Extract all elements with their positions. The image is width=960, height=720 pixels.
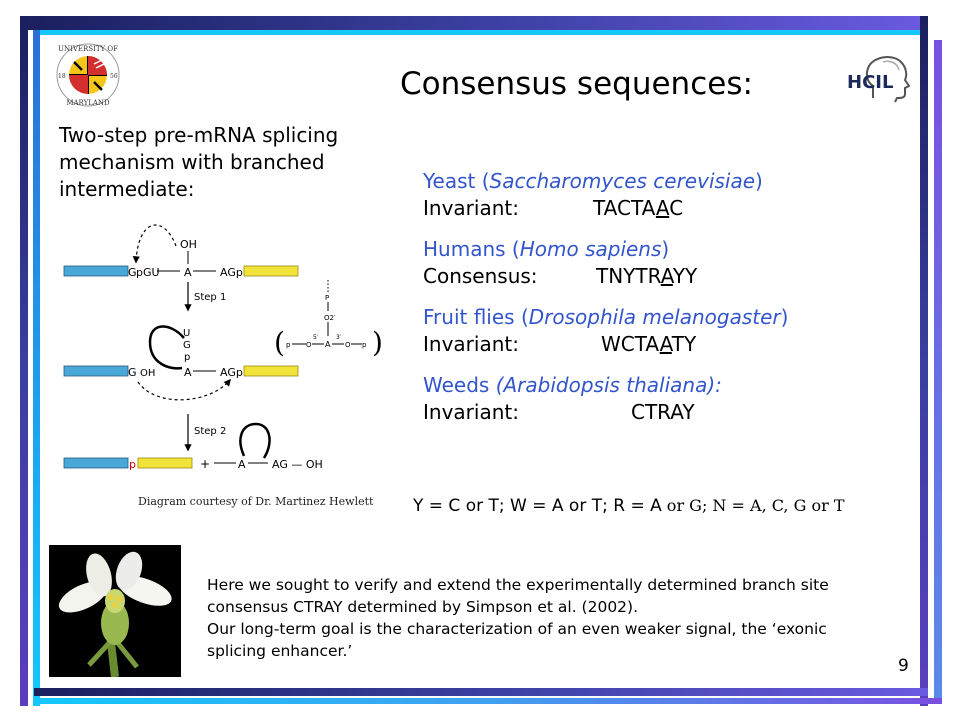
seq-pre: TNYTR — [596, 264, 661, 288]
organism-name: Humans ( — [423, 237, 520, 261]
slide-title: Consensus sequences: — [400, 66, 753, 102]
sequence-value: CTRAY — [631, 399, 695, 426]
umd-year-left: 18 — [58, 73, 66, 80]
branch-3prime: 3′ — [336, 334, 342, 341]
branch-point: A — [659, 332, 672, 356]
branch-left-p: p — [286, 341, 291, 349]
seq-post: TY — [671, 332, 697, 356]
organism-suffix: ) — [661, 237, 670, 261]
consensus-list: Yeast (Saccharomyces cerevisiae) Invaria… — [423, 168, 788, 440]
sequence-label: Invariant: — [423, 400, 519, 424]
sequence-value: TNYTRAYY — [596, 263, 697, 290]
sequence-label: Consensus: — [423, 264, 538, 288]
umd-bottom-text: MARYLAND — [66, 99, 110, 107]
organism-fly: Fruit flies (Drosophila melanogaster) In… — [423, 304, 788, 358]
sequence-value: WCTAATY — [601, 331, 696, 358]
bottom-bar-navy — [34, 688, 928, 696]
branch-o3: O — [345, 341, 351, 349]
species-name: (Arabidopsis thaliana): — [495, 373, 722, 397]
row1-oh: OH — [180, 238, 197, 251]
exon2-row2 — [243, 365, 299, 377]
seq-pre: TACTA — [593, 196, 656, 220]
branch-right-p: p — [362, 341, 367, 349]
branch-point: A — [660, 264, 673, 288]
step1-label: Step 1 — [194, 292, 226, 303]
organism-suffix: ) — [780, 305, 789, 329]
sequence-label: Invariant: — [423, 332, 519, 356]
branch-point: A — [655, 196, 670, 220]
umd-year-right: 56 — [110, 73, 118, 80]
left-bar-cyan — [33, 30, 40, 706]
bottom-text-line-2: Our long-term goal is the characterizati… — [207, 620, 827, 660]
umd-logo: UNIVERSITY OF MARYLAND 18 56 — [56, 43, 120, 107]
exon2-row3 — [137, 457, 193, 469]
seq-post: C — [669, 196, 684, 220]
row1-g: G — [128, 266, 137, 279]
branch-5prime: 5′ — [313, 334, 319, 341]
hcil-logo: HCIL — [847, 56, 911, 103]
diagram-credit: Diagram courtesy of Dr. Martinez Hewlett — [138, 495, 374, 508]
row3-plus: + — [200, 457, 210, 471]
branch-p: P — [325, 294, 329, 302]
organism-suffix: ) — [755, 169, 763, 193]
step2-label: Step 2 — [194, 426, 226, 437]
exon1-row3 — [63, 457, 129, 469]
lariat-u: U — [183, 328, 190, 339]
svg-text:(: ( — [274, 326, 285, 359]
top-bar-cyan — [34, 30, 928, 35]
row3-a: A — [238, 458, 246, 471]
legend-sans: Y = C or T; W = A or T; R = A — [413, 496, 662, 516]
iupac-legend: Y = C or T; W = A or T; R = A or G; N = … — [413, 496, 844, 516]
lariat-g: G — [183, 340, 191, 351]
hcil-text: HCIL — [847, 72, 893, 93]
row2-agp: AGp — [220, 366, 243, 379]
row3-p: p — [129, 458, 136, 471]
row3-ag-oh: AG — OH — [272, 458, 323, 471]
species-name: Saccharomyces cerevisiae — [489, 169, 756, 193]
sequence-label: Invariant: — [423, 196, 519, 220]
exon1-row1 — [63, 265, 129, 277]
sequence-value: TACTAAC — [593, 195, 683, 222]
svg-text:): ) — [372, 326, 383, 359]
seq-pre: CTRAY — [631, 400, 695, 424]
top-bar-navy — [20, 16, 928, 30]
intro-text: Two-step pre-mRNA splicing mechanism wit… — [59, 123, 339, 201]
right-bar-purple — [934, 40, 942, 700]
splicing-diagram: G pGU A AGp OH Step 1 U G p G OH A AGp (… — [63, 224, 383, 471]
row2-g: G — [128, 366, 137, 379]
row2-a: A — [184, 366, 192, 379]
bottom-bar-cyan — [34, 698, 942, 704]
row2-oh: OH — [140, 368, 155, 379]
branch-a: A — [325, 340, 331, 349]
lariat-p: p — [184, 352, 190, 363]
arabidopsis-flower-photo — [49, 545, 181, 677]
species-name: Drosophila melanogaster — [528, 305, 781, 329]
organism-human: Humans (Homo sapiens) Consensus: TNYTRAYY — [423, 236, 788, 290]
organism-weed: Weeds (Arabidopsis thaliana): Invariant:… — [423, 372, 788, 426]
organism-name: Fruit flies ( — [423, 305, 529, 329]
right-bar-navy — [920, 16, 928, 706]
seq-pre: WCTA — [601, 332, 660, 356]
row1-pgu: pGU — [136, 266, 160, 279]
exon2-row1 — [243, 265, 299, 277]
legend-serif: or G; N = A, C, G or T — [661, 496, 845, 515]
page-number: 9 — [898, 656, 909, 676]
species-name: Homo sapiens — [519, 237, 662, 261]
bottom-paragraph: Here we sought to verify and extend the … — [207, 574, 887, 662]
seq-post: YY — [672, 264, 698, 288]
umd-top-text: UNIVERSITY OF — [58, 45, 118, 53]
branch-o1: O — [306, 341, 312, 349]
row1-a: A — [184, 266, 192, 279]
organism-name: Weeds — [423, 373, 496, 397]
organism-yeast: Yeast (Saccharomyces cerevisiae) Invaria… — [423, 168, 788, 222]
bottom-text-line-1: Here we sought to verify and extend the … — [207, 576, 829, 616]
exon1-row2 — [63, 365, 129, 377]
left-bar-navy — [20, 16, 28, 706]
organism-name: Yeast ( — [423, 169, 490, 193]
branch-o2: O2′ — [324, 314, 336, 322]
row1-agp: AGp — [220, 266, 243, 279]
